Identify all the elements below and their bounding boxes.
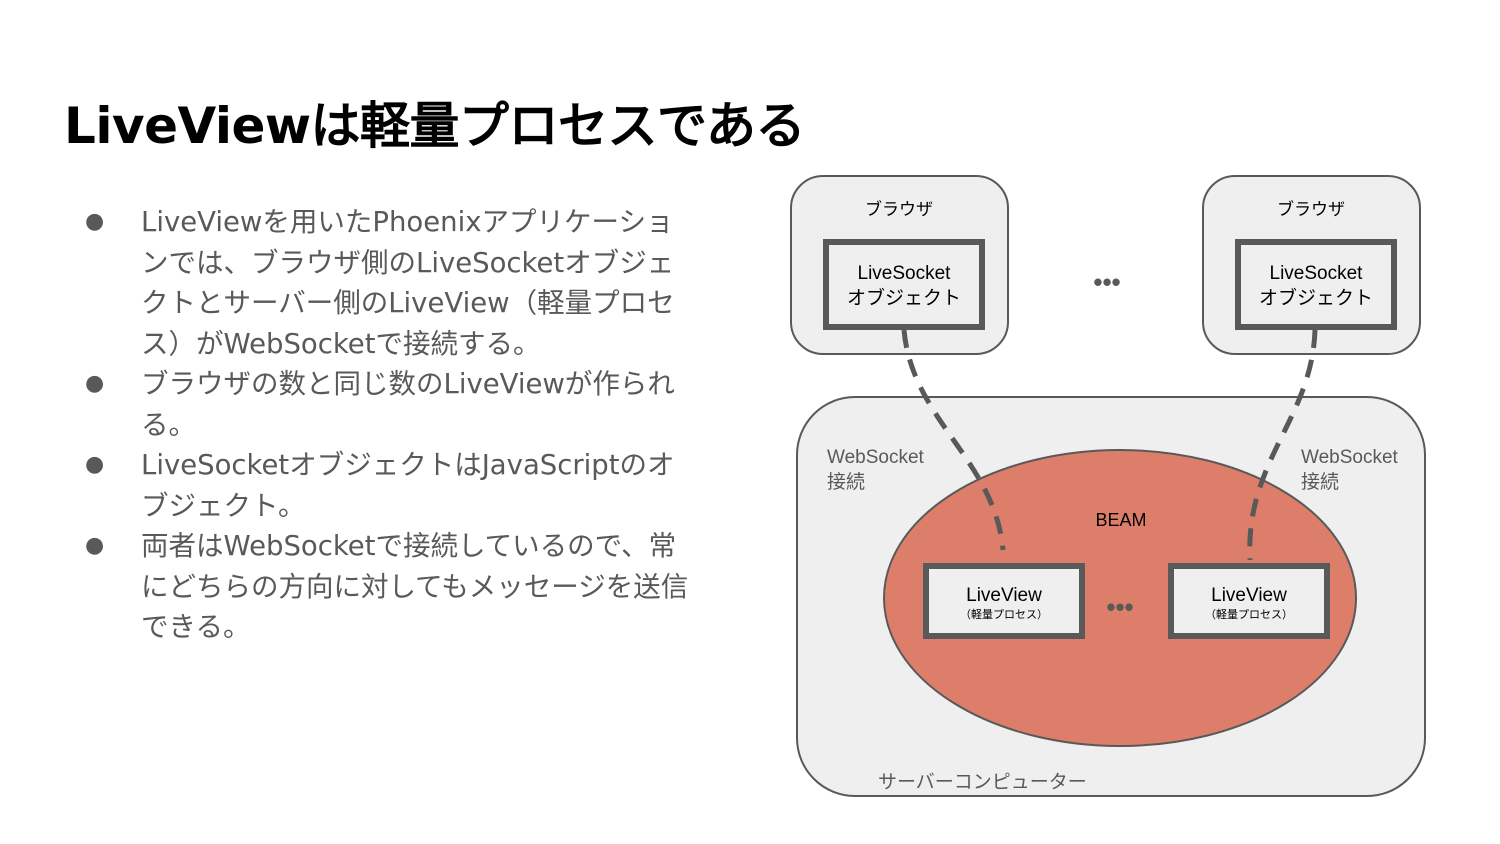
liveview-box-right	[1168, 563, 1330, 639]
browser-ellipsis: •••	[1093, 267, 1120, 297]
websocket-connection-left	[901, 329, 1006, 551]
bullet-item: ● LiveViewを用いたPhoenixアプリケーションでは、ブラウザ側のLiv…	[85, 202, 695, 364]
beam-label: BEAM	[1095, 510, 1146, 530]
livesocket-label-right: LiveSocket	[1270, 263, 1364, 284]
livesocket-sub-right: オブジェクト	[1259, 286, 1373, 309]
liveview-label-right: LiveView	[1211, 585, 1287, 606]
browser-label-right: ブラウザ	[1277, 199, 1345, 219]
server-label: サーバーコンピューター	[878, 771, 1087, 793]
bullet-dot: ●	[85, 452, 105, 477]
bullet-text: LiveViewを用いたPhoenixアプリケーションでは、ブラウザ側のLive…	[141, 206, 675, 360]
bullet-dot: ●	[85, 209, 105, 234]
liveview-sub-right: （軽量プロセス）	[1205, 608, 1293, 621]
websocket-label-left: WebSocket	[827, 447, 925, 468]
liveview-box-left	[923, 563, 1085, 639]
bullet-item: ● LiveSocketオブジェクトはJavaScriptのオブジェクト。	[85, 445, 695, 526]
liveview-sub-left: （軽量プロセス）	[960, 608, 1048, 621]
websocket-label-left-sub: 接続	[827, 471, 865, 493]
bullet-dot: ●	[85, 533, 105, 558]
bullet-item: ● 両者はWebSocketで接続しているので、常にどちらの方向に対してもメッセー…	[85, 526, 695, 648]
bullet-text: LiveSocketオブジェクトはJavaScriptのオブジェクト。	[141, 449, 675, 522]
beam-vm	[883, 449, 1357, 747]
slide-title: LiveViewは軽量プロセスである	[64, 97, 806, 155]
websocket-connection-right	[1247, 329, 1318, 561]
websocket-label-right-sub: 接続	[1301, 471, 1339, 493]
bullet-item: ● ブラウザの数と同じ数のLiveViewが作られる。	[85, 364, 695, 445]
livesocket-box-left	[823, 239, 985, 330]
browser-label-left: ブラウザ	[865, 199, 933, 219]
bullet-dot: ●	[85, 371, 105, 396]
bullet-text: 両者はWebSocketで接続しているので、常にどちらの方向に対してもメッセージ…	[141, 530, 689, 643]
websocket-label-right: WebSocket	[1301, 447, 1399, 468]
livesocket-sub-left: オブジェクト	[847, 286, 961, 309]
bullet-text: ブラウザの数と同じ数のLiveViewが作られる。	[141, 368, 675, 441]
liveview-label-left: LiveView	[966, 585, 1042, 606]
livesocket-label-left: LiveSocket	[858, 263, 952, 284]
bullet-list: ● LiveViewを用いたPhoenixアプリケーションでは、ブラウザ側のLiv…	[85, 202, 695, 648]
liveview-ellipsis: •••	[1106, 592, 1133, 622]
livesocket-box-right	[1235, 239, 1397, 330]
